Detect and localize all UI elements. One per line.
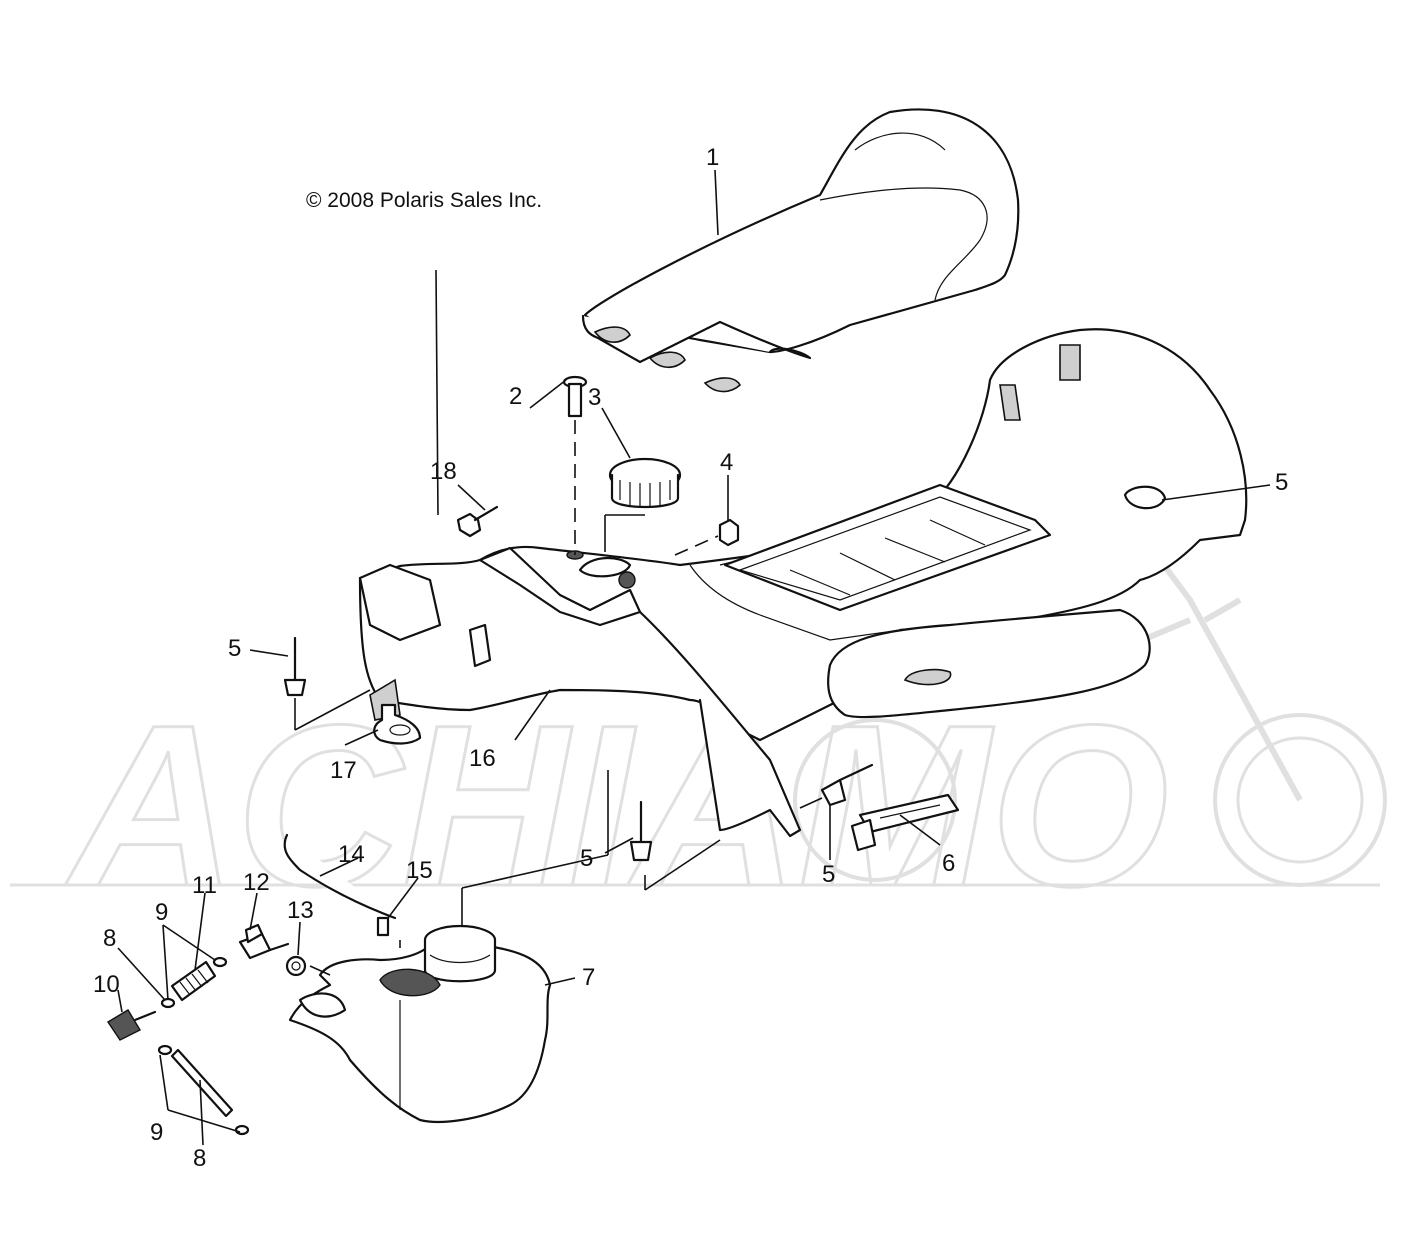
rivet-part[interactable] bbox=[456, 505, 499, 538]
watermark: ACHIAMO bbox=[10, 558, 1387, 936]
callout-3: 3 bbox=[588, 384, 601, 411]
callout-1: 1 bbox=[706, 144, 719, 171]
rivet-left-part[interactable] bbox=[283, 636, 307, 697]
callout-4: 4 bbox=[720, 449, 733, 476]
fitting-part[interactable] bbox=[376, 916, 390, 937]
callout-6: 6 bbox=[942, 850, 955, 877]
callout-11: 11 bbox=[192, 872, 217, 899]
callout-18: 18 bbox=[430, 458, 457, 485]
fuel-cap-part[interactable] bbox=[608, 457, 682, 509]
seat-part[interactable] bbox=[581, 108, 1020, 393]
callout-14: 14 bbox=[338, 841, 365, 868]
callout-13: 13 bbox=[287, 897, 314, 924]
hose-part[interactable] bbox=[283, 833, 397, 920]
callout-17: 17 bbox=[330, 757, 357, 784]
callout-9-top: 9 bbox=[155, 899, 168, 926]
callout-16: 16 bbox=[469, 745, 496, 772]
rivet-rear-part[interactable] bbox=[1123, 485, 1167, 510]
elbow-fitting-part[interactable] bbox=[238, 923, 290, 960]
callout-9-bottom: 9 bbox=[150, 1119, 163, 1146]
strap-part[interactable] bbox=[850, 793, 960, 852]
fuel-tank-part[interactable] bbox=[288, 924, 552, 1123]
callout-8-bottom: 8 bbox=[193, 1145, 206, 1172]
hose-short-part[interactable] bbox=[170, 1048, 234, 1118]
watermark-text: ACHIAMO bbox=[65, 677, 1169, 934]
callouts: 1 2 3 4 5 5 5 5 6 7 8 8 9 9 10 11 12 13 … bbox=[93, 144, 1288, 1172]
callout-10: 10 bbox=[93, 971, 120, 998]
grommet-part[interactable] bbox=[285, 955, 307, 977]
bracket-part[interactable] bbox=[373, 703, 422, 745]
callout-5-center: 5 bbox=[580, 845, 593, 872]
callout-5-right: 5 bbox=[822, 861, 835, 888]
leader-lines bbox=[117, 169, 1271, 1146]
callout-12: 12 bbox=[243, 869, 270, 896]
watermark-motorcycle-icon bbox=[10, 558, 1387, 887]
callout-5-rear: 5 bbox=[1275, 469, 1288, 496]
callout-8-top: 8 bbox=[103, 925, 116, 952]
rivet-right-part[interactable] bbox=[820, 763, 874, 807]
callout-2: 2 bbox=[509, 383, 522, 410]
screw-part[interactable] bbox=[562, 375, 588, 418]
nut-part[interactable] bbox=[718, 518, 740, 547]
callout-15: 15 bbox=[406, 857, 433, 884]
callout-5-left: 5 bbox=[228, 635, 241, 662]
copyright-text: © 2008 Polaris Sales Inc. bbox=[306, 189, 542, 212]
filter-part[interactable] bbox=[170, 960, 217, 1002]
valve-part[interactable] bbox=[107, 1009, 157, 1041]
rear-fender-part[interactable] bbox=[358, 328, 1248, 838]
rivet-center-part[interactable] bbox=[629, 800, 653, 862]
callout-7: 7 bbox=[582, 964, 595, 991]
